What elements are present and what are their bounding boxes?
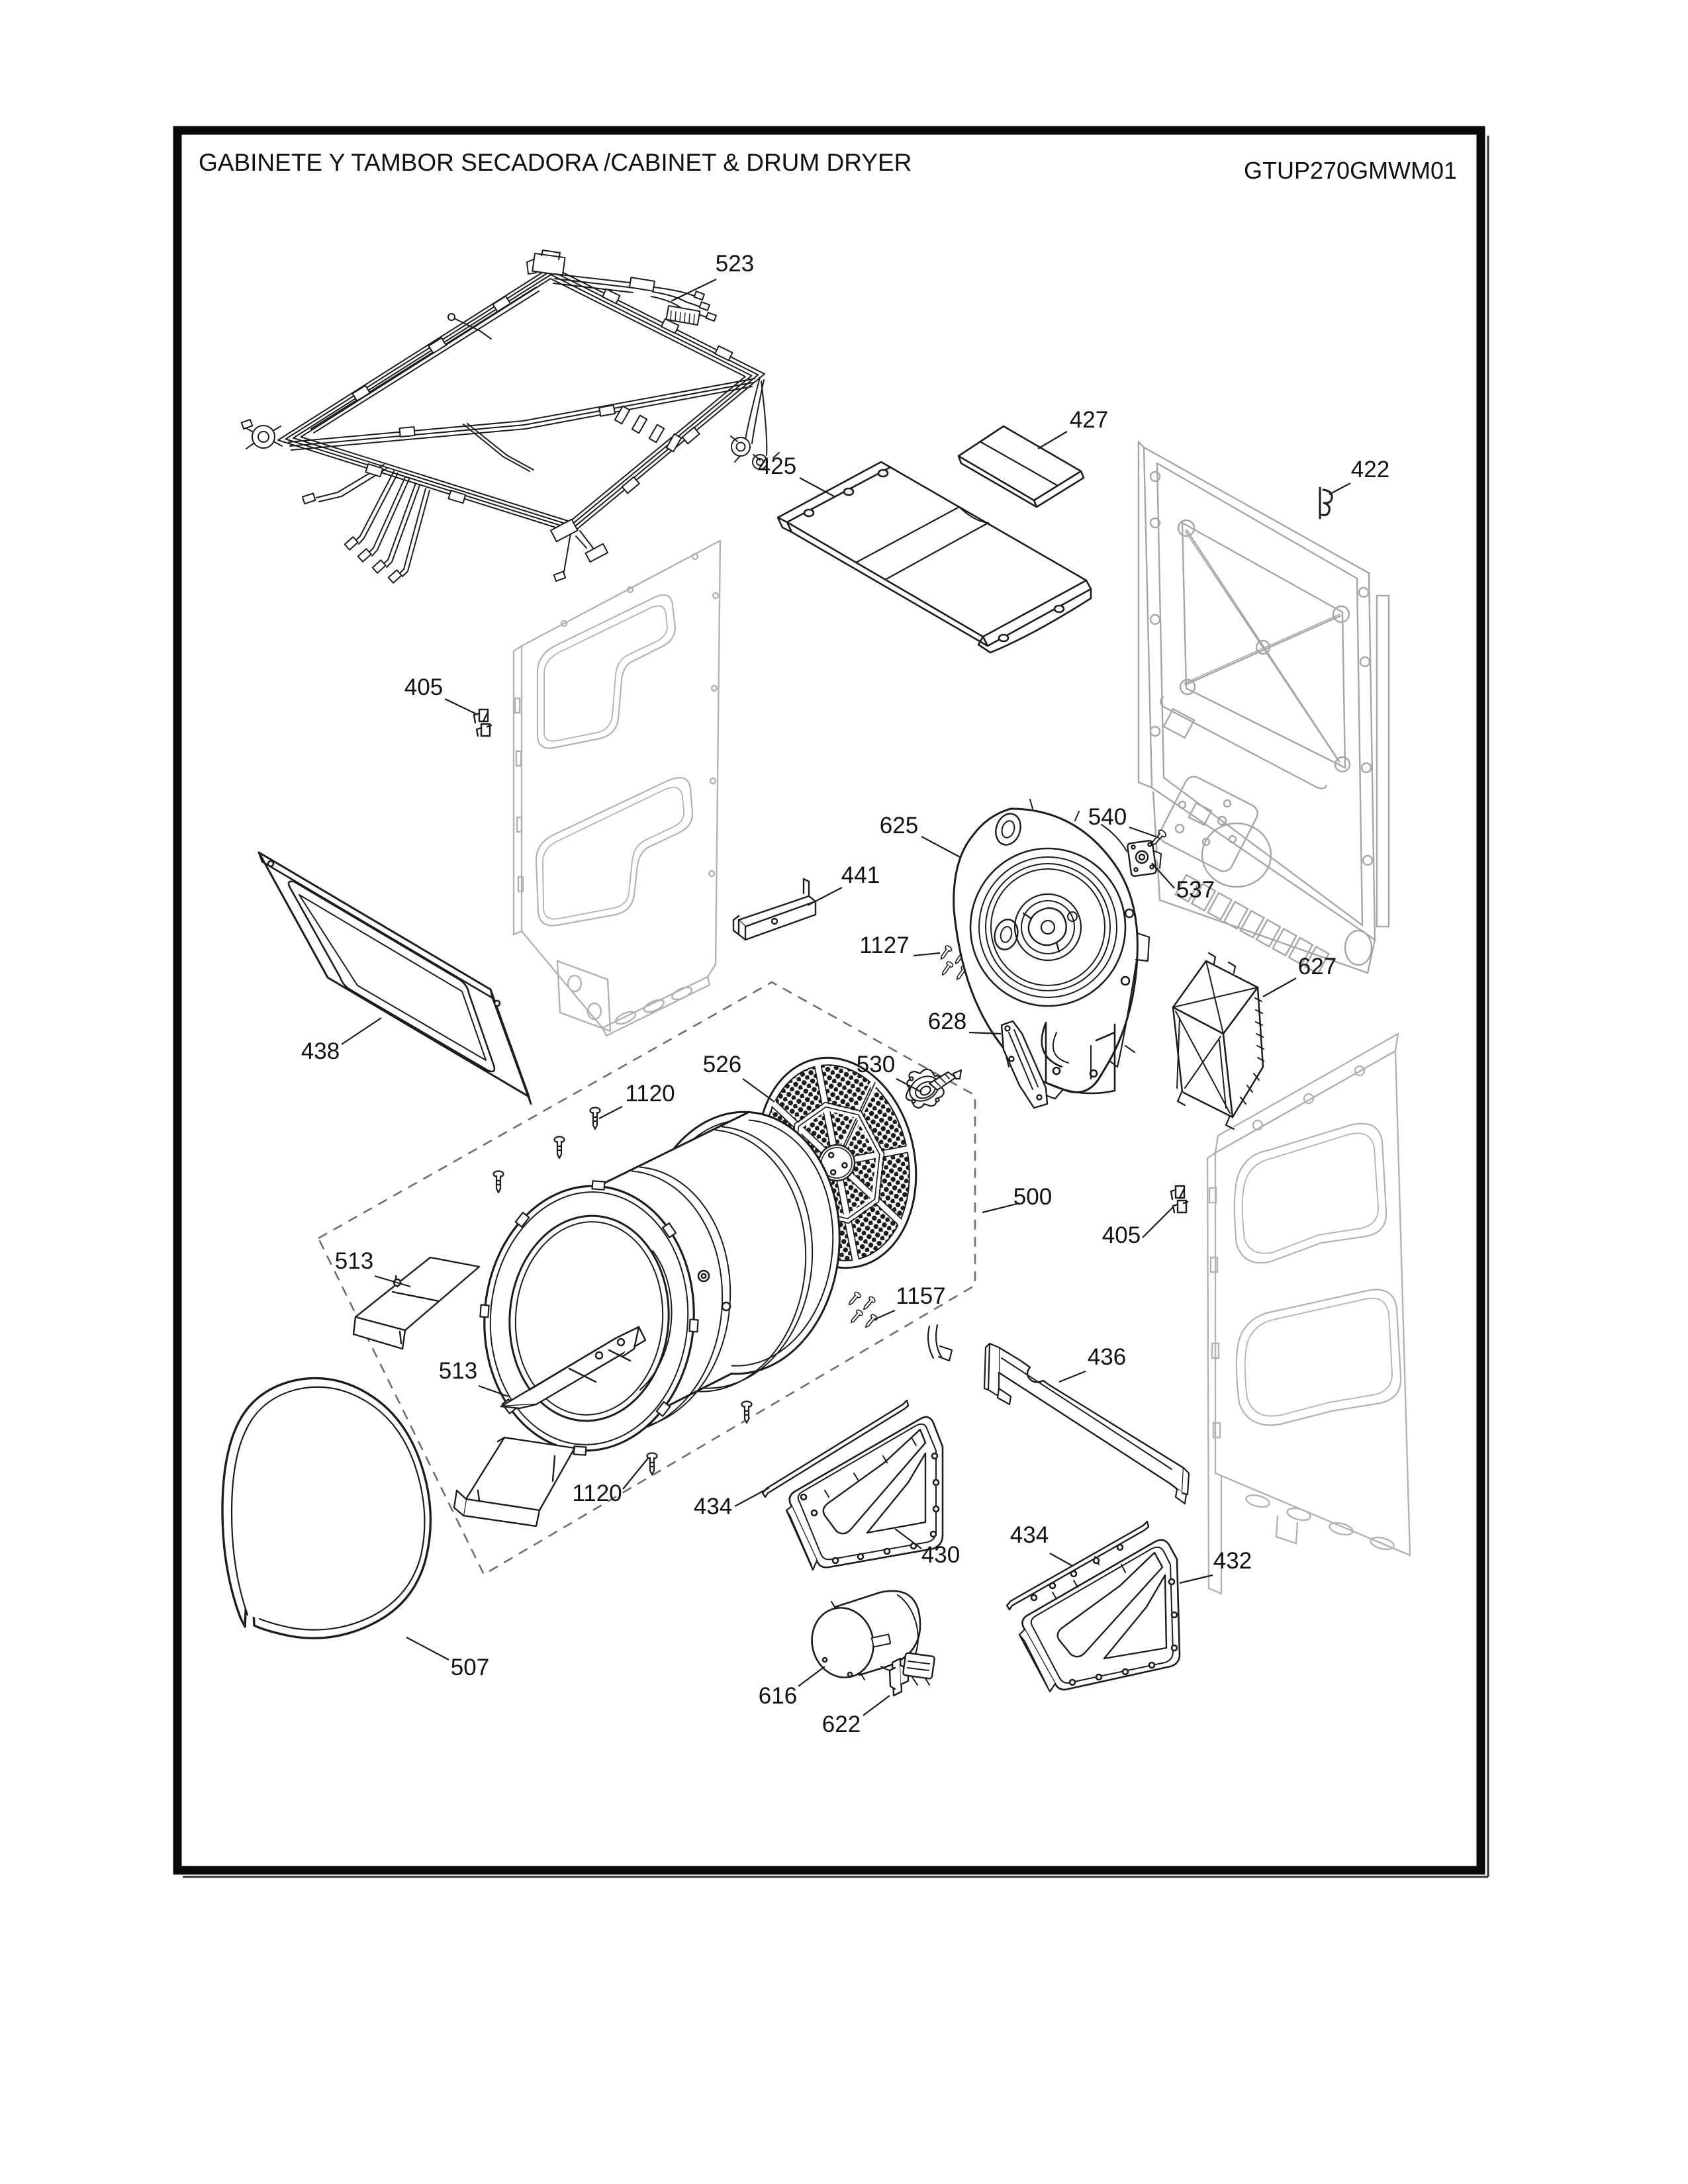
- svg-text:523: 523: [716, 251, 754, 277]
- svg-text:625: 625: [880, 813, 918, 839]
- svg-text:622: 622: [822, 1711, 861, 1737]
- svg-text:GTUP270GMWM01: GTUP270GMWM01: [1244, 157, 1457, 184]
- svg-text:GABINETE Y TAMBOR SECADORA /CA: GABINETE Y TAMBOR SECADORA /CABINET & DR…: [199, 149, 912, 176]
- svg-text:530: 530: [857, 1052, 895, 1077]
- svg-text:430: 430: [921, 1542, 960, 1568]
- svg-text:628: 628: [928, 1009, 966, 1034]
- svg-text:427: 427: [1070, 407, 1108, 433]
- svg-text:1120: 1120: [572, 1480, 622, 1506]
- svg-text:526: 526: [703, 1052, 741, 1077]
- svg-text:1127: 1127: [859, 933, 909, 958]
- svg-text:537: 537: [1176, 877, 1215, 903]
- svg-text:540: 540: [1088, 804, 1127, 830]
- svg-text:405: 405: [1102, 1222, 1141, 1248]
- svg-text:1120: 1120: [625, 1081, 675, 1107]
- svg-text:513: 513: [439, 1358, 477, 1384]
- svg-text:438: 438: [301, 1038, 340, 1064]
- svg-text:436: 436: [1088, 1344, 1126, 1370]
- svg-text:405: 405: [404, 674, 443, 700]
- svg-text:425: 425: [758, 453, 796, 479]
- svg-text:1157: 1157: [896, 1283, 945, 1309]
- svg-text:507: 507: [451, 1655, 489, 1680]
- svg-text:616: 616: [759, 1683, 797, 1709]
- svg-text:434: 434: [694, 1494, 732, 1520]
- svg-text:432: 432: [1213, 1548, 1252, 1574]
- svg-text:434: 434: [1010, 1522, 1049, 1548]
- svg-text:500: 500: [1013, 1184, 1052, 1210]
- svg-text:441: 441: [841, 862, 880, 888]
- svg-text:627: 627: [1298, 954, 1336, 979]
- svg-text:422: 422: [1351, 457, 1389, 482]
- svg-text:513: 513: [335, 1248, 373, 1274]
